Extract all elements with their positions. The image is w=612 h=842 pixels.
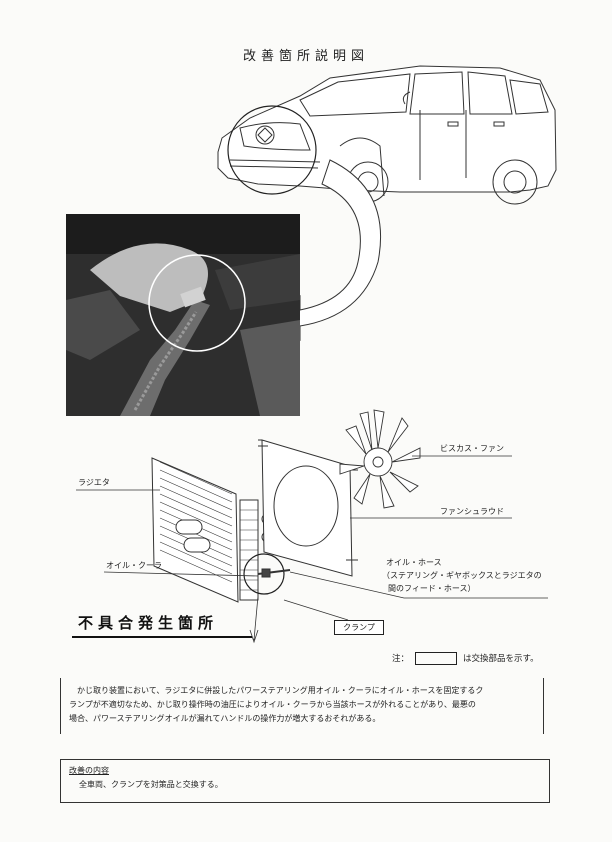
- improvement-box: 改善の内容 全車両、クランプを対策品と交換する。: [60, 759, 550, 803]
- fan-shroud-label: ファンシュラウド: [440, 507, 504, 516]
- replacement-note: 注： は交換部品を示す。: [392, 652, 539, 665]
- viscous-fan-label: ビスカス・ファン: [440, 444, 504, 453]
- note-suffix: は交換部品を示す。: [463, 654, 539, 664]
- viscous-fan-diagram: [339, 409, 421, 509]
- oil-hose-detail-2: 間のフィード・ホース）: [388, 584, 476, 593]
- defect-underline: [72, 636, 252, 638]
- radiator-label: ラジエタ: [78, 478, 110, 487]
- defect-location-label: 不具合発生箇所: [78, 614, 219, 632]
- defect-description: かじ取り装置において、ラジエタに併設したパワーステアリング用オイル・クーラにオイ…: [60, 678, 544, 734]
- improvement-heading: 改善の内容: [69, 766, 109, 775]
- illustration: [66, 65, 557, 644]
- note-prefix: 注：: [392, 654, 410, 664]
- page-title: 改善箇所説明図: [242, 49, 369, 64]
- oil-hose-label: オイル・ホース: [386, 558, 442, 567]
- description-line-1: かじ取り装置において、ラジエタに併設したパワーステアリング用オイル・クーラにオイ…: [77, 686, 484, 695]
- clamp-label-box: クランプ: [334, 620, 384, 635]
- improvement-body: 全車両、クランプを対策品と交換する。: [79, 780, 223, 789]
- car-illustration: [217, 65, 557, 205]
- oil-cooler-label: オイル・クーラ: [106, 561, 162, 570]
- leader-lines: [76, 455, 548, 644]
- fan-shroud-diagram: [258, 439, 358, 577]
- oil-hose-detail-1: （ステアリング・ギヤボックスとラジエタの: [382, 571, 542, 580]
- description-line-3: 場合、パワーステアリングオイルが漏れてハンドルの操作力が増大するおそれがある。: [69, 714, 381, 723]
- grille-highlight-circle: [227, 105, 317, 195]
- engine-photo: [66, 214, 300, 416]
- replacement-legend-box: [415, 652, 458, 665]
- description-line-2: ランプが不適切なため、かじ取り操作時の油圧によりオイル・クーラから当該ホースが外…: [69, 700, 476, 709]
